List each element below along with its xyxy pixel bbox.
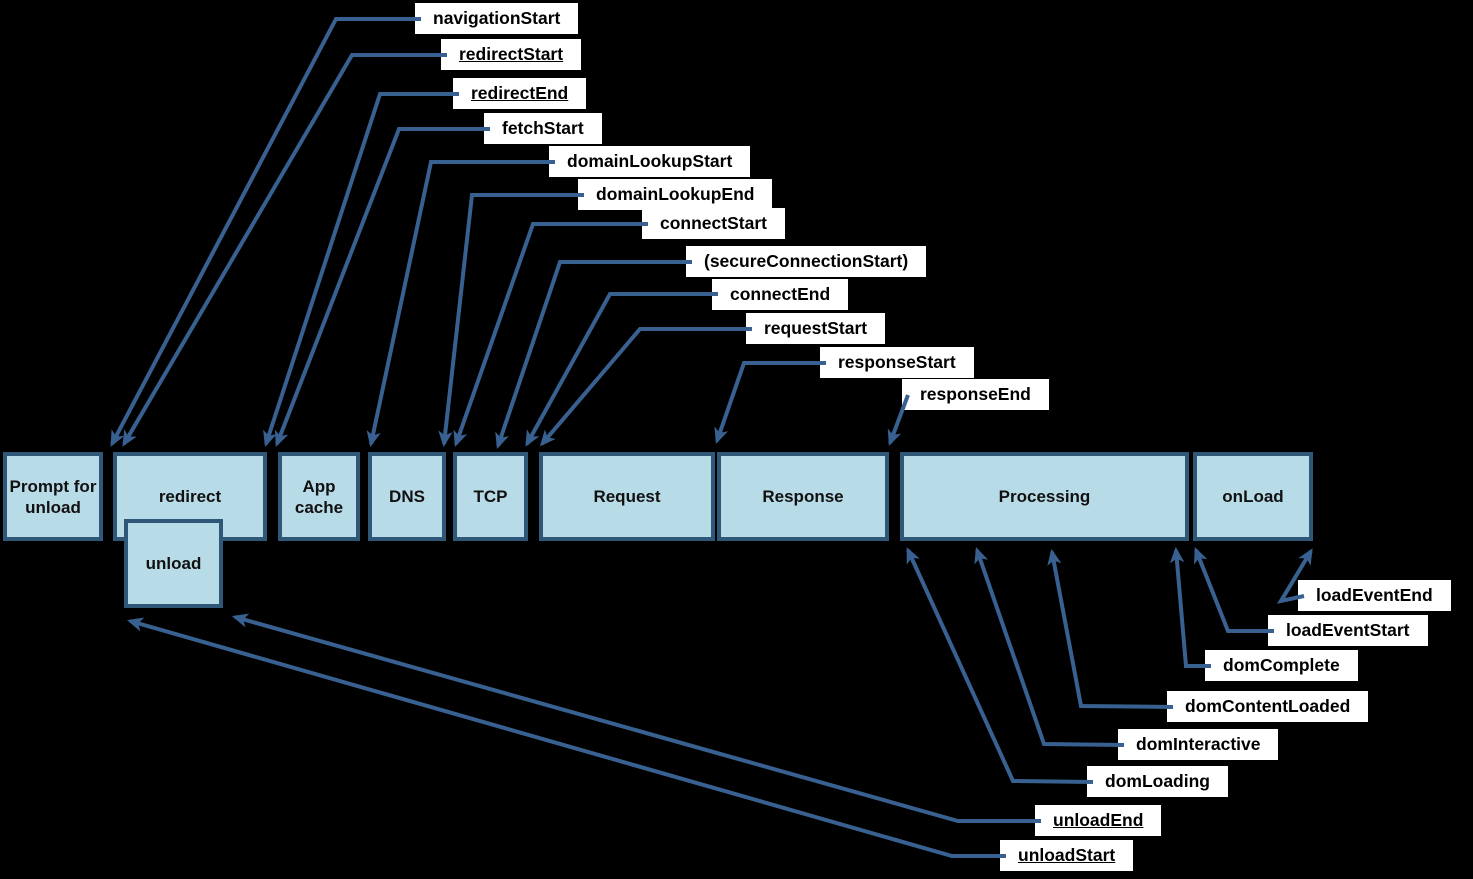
callout-dom-interactive: domInteractive xyxy=(1118,729,1279,760)
timeline-box-processing-label: Processing xyxy=(998,487,1091,506)
callout-secure-connection-start: (secureConnectionStart) xyxy=(686,246,927,277)
timeline-box-tcp: TCP xyxy=(453,452,528,541)
timeline-box-app-cache: App cache xyxy=(278,452,360,541)
connector-fetch-start xyxy=(274,127,490,447)
callout-domain-lookup-end: domainLookupEnd xyxy=(578,179,773,210)
connector-connect-start xyxy=(453,222,648,448)
timeline-box-tcp-label: TCP xyxy=(473,487,508,506)
connector-navigation-start xyxy=(110,17,421,447)
callout-connect-start: connectStart xyxy=(642,208,785,239)
timeline-box-response-label: Response xyxy=(762,487,844,506)
callout-unload-end: unloadEnd xyxy=(1035,805,1162,836)
timeline-box-onload: onLoad xyxy=(1193,452,1313,541)
connector-dom-content-loaded xyxy=(1047,548,1174,709)
timeline-box-request-label: Request xyxy=(593,487,661,506)
connector-load-event-start xyxy=(1194,547,1274,633)
connector-dom-complete xyxy=(1169,546,1211,668)
connector-domain-lookup-start xyxy=(366,160,555,448)
connector-response-start xyxy=(714,361,826,445)
callout-unload-start: unloadStart xyxy=(1000,840,1134,871)
callout-dom-content-loaded: domContentLoaded xyxy=(1167,691,1369,722)
timeline-box-unload-label: unload xyxy=(145,554,202,573)
connector-dom-loading xyxy=(906,547,1094,784)
callout-load-event-end: loadEventEnd xyxy=(1298,580,1451,611)
timeline-box-redirect-label: redirect xyxy=(158,487,222,506)
callout-fetch-start: fetchStart xyxy=(484,113,602,144)
callout-navigation-start: navigationStart xyxy=(415,3,579,34)
connector-dom-interactive xyxy=(974,546,1125,747)
connector-request-start xyxy=(539,327,752,447)
callout-response-end: responseEnd xyxy=(902,379,1049,410)
connector-redirect-end xyxy=(263,92,459,448)
timeline-box-request: Request xyxy=(539,452,715,541)
callout-dom-loading: domLoading xyxy=(1087,766,1228,797)
timeline-box-app-cache-label: App cache xyxy=(294,476,344,517)
callout-load-event-start: loadEventStart xyxy=(1268,615,1428,646)
callout-dom-complete: domComplete xyxy=(1205,650,1358,681)
callout-redirect-start: redirectStart xyxy=(441,39,582,70)
timeline-box-prompt-for-unload: Prompt for unload xyxy=(3,452,103,541)
callout-domain-lookup-start: domainLookupStart xyxy=(549,146,751,177)
connector-unload-start xyxy=(126,617,1006,858)
connector-redirect-start xyxy=(122,53,447,447)
callout-response-start: responseStart xyxy=(820,347,974,378)
timeline-box-dns-label: DNS xyxy=(389,487,425,506)
timeline-box-response: Response xyxy=(717,452,889,541)
callout-request-start: requestStart xyxy=(746,313,886,344)
timeline-box-onload-label: onLoad xyxy=(1222,487,1284,506)
timeline-box-prompt-for-unload-label: Prompt for unload xyxy=(9,476,97,517)
connector-secure-connection-start xyxy=(495,260,692,450)
callout-connect-end: connectEnd xyxy=(712,279,849,310)
connector-unload-end xyxy=(231,613,1041,823)
timeline-box-dns: DNS xyxy=(368,452,446,541)
timeline-box-processing: Processing xyxy=(900,452,1189,541)
connector-connect-end xyxy=(525,292,718,447)
callout-redirect-end: redirectEnd xyxy=(453,78,587,109)
timeline-box-unload: unload xyxy=(124,519,223,608)
connector-domain-lookup-end xyxy=(438,193,584,448)
